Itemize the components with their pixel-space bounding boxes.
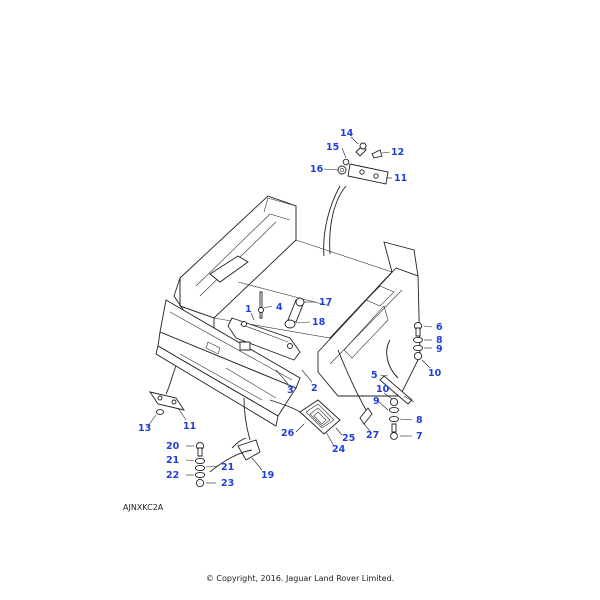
callout-26: 26 (281, 428, 295, 439)
callout-9-lower: 9 (373, 396, 380, 407)
leader-lines (147, 136, 433, 484)
callout-5: 5 (371, 370, 378, 381)
callout-24: 24 (332, 444, 346, 455)
callout-21-right: 21 (221, 462, 234, 473)
right-fixings (379, 321, 423, 440)
callout-1: 1 (245, 304, 252, 315)
tailgate (155, 299, 301, 427)
callout-25: 25 (342, 433, 355, 444)
callout-labels: 1 2 3 4 5 6 7 8 8 9 9 10 10 11 11 12 13 … (138, 128, 443, 489)
figure-code: AJNXKC2A (123, 503, 164, 512)
upper-hinge-group (323, 142, 389, 257)
callout-14: 14 (340, 128, 354, 139)
callout-8-upper: 8 (436, 335, 443, 346)
callout-11-lower: 11 (183, 421, 196, 432)
callout-20: 20 (166, 441, 180, 452)
callout-10-lower: 10 (376, 384, 390, 395)
callout-9-upper: 9 (436, 344, 443, 355)
callout-12: 12 (391, 147, 404, 158)
callout-8-lower: 8 (416, 415, 423, 426)
callout-3: 3 (287, 385, 294, 396)
callout-18: 18 (312, 317, 326, 328)
copyright-notice: © Copyright, 2016. Jaguar Land Rover Lim… (205, 574, 395, 583)
callout-10-upper: 10 (428, 368, 442, 379)
callout-22: 22 (166, 470, 179, 481)
callout-11-upper: 11 (394, 173, 407, 184)
callout-2: 2 (311, 383, 318, 394)
left-bracket (148, 365, 186, 415)
hinge-bracket (227, 317, 301, 361)
callout-23: 23 (221, 478, 234, 489)
callout-17: 17 (319, 297, 332, 308)
callout-7: 7 (416, 431, 423, 442)
callout-6: 6 (436, 322, 443, 333)
callout-21-left: 21 (166, 455, 179, 466)
callout-4: 4 (276, 302, 283, 313)
callout-27: 27 (366, 430, 379, 441)
callout-16: 16 (310, 164, 324, 175)
lower-fixings (194, 397, 261, 488)
callout-15: 15 (326, 142, 339, 153)
callout-13: 13 (138, 423, 151, 434)
hinge-pad (269, 399, 341, 435)
tailgate-strap (337, 349, 373, 425)
callout-19: 19 (261, 470, 274, 481)
